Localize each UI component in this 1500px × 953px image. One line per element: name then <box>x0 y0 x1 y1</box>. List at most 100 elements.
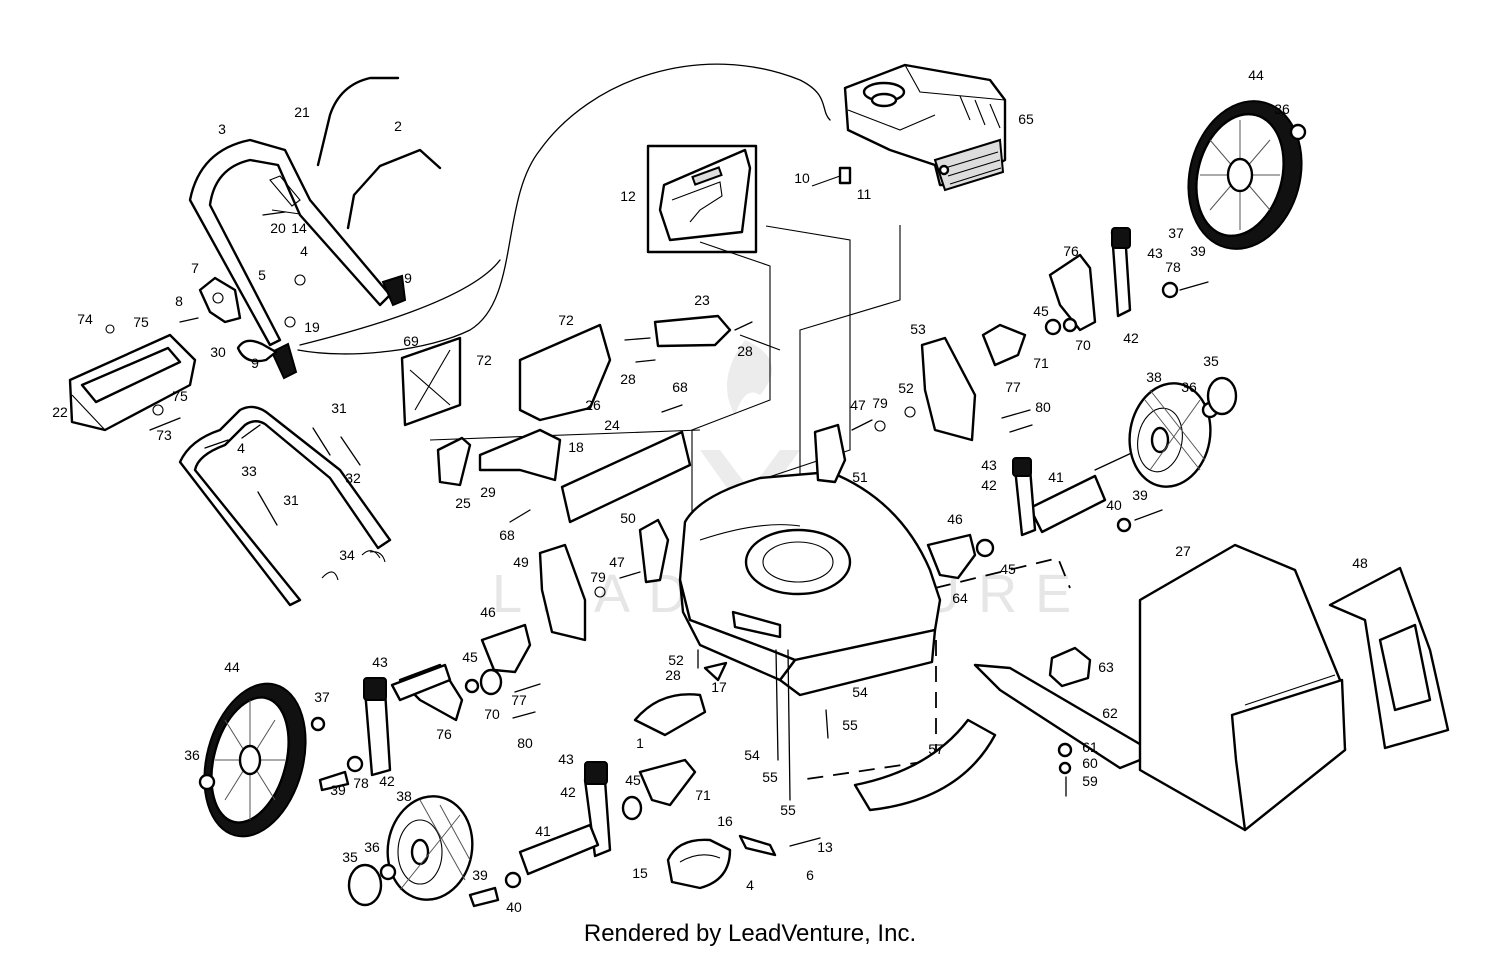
callout-13: 13 <box>817 839 833 855</box>
callout-14: 14 <box>291 220 307 236</box>
callout-27: 27 <box>1175 543 1191 559</box>
callout-64: 64 <box>952 590 968 606</box>
adjuster-right-front <box>1013 466 1037 537</box>
callout-49: 49 <box>513 554 529 570</box>
callout-16: 16 <box>717 813 733 829</box>
callout-31: 31 <box>331 400 347 416</box>
adjuster-bracket <box>638 518 670 584</box>
handle-clips <box>321 550 386 581</box>
callout-39: 39 <box>472 867 488 883</box>
callout-75: 75 <box>172 388 188 404</box>
callout-36: 36 <box>184 747 200 763</box>
height-bracket <box>538 543 587 642</box>
callout-5: 5 <box>258 267 266 283</box>
callout-1: 1 <box>636 735 644 751</box>
bracket-25 <box>436 436 472 487</box>
callout-76: 76 <box>436 726 452 742</box>
callout-36: 36 <box>1181 379 1197 395</box>
callout-68: 68 <box>672 379 688 395</box>
wheel-right-mid <box>1128 376 1238 488</box>
linkage <box>738 834 777 857</box>
callout-4: 4 <box>746 877 754 893</box>
height-adjuster-left-front <box>468 758 697 908</box>
callout-39: 39 <box>330 782 346 798</box>
callout-45: 45 <box>1000 561 1016 577</box>
callout-75: 75 <box>133 314 149 330</box>
callout-43: 43 <box>981 457 997 473</box>
callout-46: 46 <box>947 511 963 527</box>
mulch-plug <box>666 838 732 890</box>
height-adjuster-left-rear <box>310 663 464 792</box>
callout-69: 69 <box>403 333 419 349</box>
callout-38: 38 <box>396 788 412 804</box>
deck-bolts <box>697 649 829 801</box>
callout-37: 37 <box>314 689 330 705</box>
callout-23: 23 <box>694 292 710 308</box>
callout-37: 37 <box>1168 225 1184 241</box>
bracket-29 <box>478 428 562 482</box>
rear-flap <box>633 693 707 737</box>
callout-78: 78 <box>1165 259 1181 275</box>
handle-knob-lower <box>270 342 298 380</box>
bag-frame <box>1328 566 1450 750</box>
engine-bracket <box>653 314 732 348</box>
callout-73: 73 <box>156 427 172 443</box>
callout-10: 10 <box>794 170 810 186</box>
callout-25: 25 <box>455 495 471 511</box>
upper-handle <box>188 138 392 347</box>
part-12-inset <box>646 144 758 254</box>
callout-47: 47 <box>609 554 625 570</box>
callout-53: 53 <box>910 321 926 337</box>
callout-39: 39 <box>1132 487 1148 503</box>
callout-80: 80 <box>1035 399 1051 415</box>
callout-28: 28 <box>620 371 636 387</box>
callout-48: 48 <box>1352 555 1368 571</box>
wheel-right-top <box>1187 100 1307 250</box>
callout-63: 63 <box>1098 659 1114 675</box>
callout-43: 43 <box>558 751 574 767</box>
callout-45: 45 <box>462 649 478 665</box>
callout-6: 6 <box>806 867 814 883</box>
callout-45: 45 <box>1033 303 1049 319</box>
callout-47: 47 <box>850 397 866 413</box>
callout-40: 40 <box>1106 497 1122 513</box>
callout-20: 20 <box>270 220 286 236</box>
callout-62: 62 <box>1102 705 1118 721</box>
sector-left <box>480 623 532 674</box>
callout-26: 26 <box>585 397 601 413</box>
mower-deck <box>678 470 942 697</box>
callout-19: 19 <box>304 319 320 335</box>
callout-60: 60 <box>1082 755 1098 771</box>
callout-43: 43 <box>1147 245 1163 261</box>
height-plate-right <box>920 336 977 442</box>
callout-41: 41 <box>535 823 551 839</box>
callout-44: 44 <box>224 659 240 675</box>
callout-18: 18 <box>568 439 584 455</box>
height-adjuster-right-rear <box>981 227 1209 367</box>
handle-bolts <box>204 424 361 526</box>
callout-71: 71 <box>695 787 711 803</box>
callout-40: 40 <box>506 899 522 915</box>
callout-41: 41 <box>1048 469 1064 485</box>
callout-28: 28 <box>737 343 753 359</box>
callout-8: 8 <box>175 293 183 309</box>
callout-52: 52 <box>668 652 684 668</box>
callout-77: 77 <box>511 692 527 708</box>
callout-28: 28 <box>665 667 681 683</box>
callout-79: 79 <box>590 569 606 585</box>
callout-39: 39 <box>1190 243 1206 259</box>
lower-handle <box>178 405 392 607</box>
mount-plate <box>518 323 612 422</box>
deflector-57 <box>853 718 997 812</box>
grass-bag <box>1138 543 1347 832</box>
callout-59: 59 <box>1082 773 1098 789</box>
callout-29: 29 <box>480 484 496 500</box>
handle-knob-upper <box>381 274 407 307</box>
deck-clip <box>703 661 728 682</box>
callout-35: 35 <box>342 849 358 865</box>
callout-76: 76 <box>1063 243 1079 259</box>
callout-55: 55 <box>842 717 858 733</box>
callout-38: 38 <box>1146 369 1162 385</box>
